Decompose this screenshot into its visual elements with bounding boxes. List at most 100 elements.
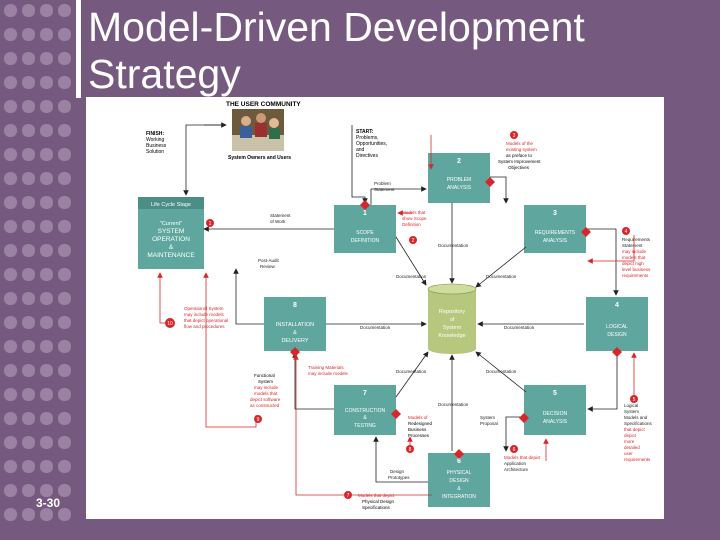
decorative-dot [40, 28, 53, 41]
decorative-dot [4, 484, 17, 497]
decorative-dot [22, 460, 35, 473]
decorative-dot [58, 484, 71, 497]
svg-text:10: 10 [167, 321, 173, 327]
svg-text:Documentation: Documentation [438, 243, 469, 248]
svg-text:Statement: Statement [374, 187, 395, 192]
svg-text:SCOPE: SCOPE [356, 230, 374, 236]
decorative-dot [22, 76, 35, 89]
decorative-dot [40, 124, 53, 137]
decorative-dot [40, 460, 53, 473]
svg-text:&: & [457, 486, 461, 492]
decorative-dot [58, 244, 71, 257]
svg-text:Problems,: Problems, [356, 135, 379, 141]
callout-6: 6 Models that depict [504, 445, 541, 460]
svg-text:Requirements: Requirements [622, 237, 651, 242]
svg-text:Definition: Definition [402, 222, 421, 227]
callout-5: 5 that depict depict more detailed user … [624, 395, 651, 462]
decorative-dot [4, 124, 17, 137]
svg-text:7: 7 [347, 493, 350, 499]
svg-text:&: & [169, 244, 174, 251]
svg-text:requirements: requirements [624, 457, 651, 462]
svg-text:1: 1 [209, 221, 212, 227]
decorative-dot [58, 220, 71, 233]
decorative-dot [58, 460, 71, 473]
svg-text:&: & [363, 415, 367, 421]
slide-title-line-2: Strategy [88, 51, 241, 97]
decorative-dot [58, 436, 71, 449]
svg-text:as constructed: as constructed [250, 403, 280, 408]
title-accent-bar [76, 0, 81, 98]
svg-text:FINISH:: FINISH: [146, 131, 164, 137]
decorative-dot [58, 124, 71, 137]
svg-text:3: 3 [513, 133, 516, 139]
callout-10: 10 Operational System may include models… [165, 306, 228, 329]
decorative-dot [40, 100, 53, 113]
svg-text:Prototypes: Prototypes [388, 475, 410, 480]
svg-text:detailed: detailed [624, 445, 640, 450]
decorative-dot [22, 268, 35, 281]
svg-text:Redesigned: Redesigned [408, 421, 433, 426]
decorative-dot [40, 148, 53, 161]
svg-text:8: 8 [409, 447, 412, 453]
decorative-dot [40, 388, 53, 401]
decorative-dot [4, 268, 17, 281]
svg-text:Problem: Problem [374, 181, 391, 186]
svg-text:may include: may include [254, 385, 279, 390]
svg-text:&: & [293, 330, 297, 336]
svg-text:flow and procedures: flow and procedures [184, 324, 225, 329]
red-diamonds [290, 177, 622, 459]
decorative-dot [4, 76, 17, 89]
svg-text:ANALYSIS: ANALYSIS [447, 185, 472, 191]
slide-number: 3-30 [36, 496, 61, 510]
svg-text:Business: Business [408, 427, 427, 432]
decorative-dot [22, 436, 35, 449]
svg-text:9: 9 [257, 417, 260, 423]
svg-text:8: 8 [293, 302, 297, 309]
callout-1: 1 [206, 219, 214, 227]
decorative-dot [4, 244, 17, 257]
svg-text:PROBLEM: PROBLEM [447, 177, 471, 183]
decorative-dot [40, 484, 53, 497]
decorative-dot [22, 124, 35, 137]
svg-text:"Current": "Current" [160, 221, 182, 227]
phase-box-6-physical-design-integration: 6 PHYSICAL DESIGN & INTEGRATION [428, 453, 490, 507]
decorative-dot [58, 76, 71, 89]
svg-text:Opportunities,: Opportunities, [356, 141, 387, 147]
svg-text:Training Materials: Training Materials [308, 365, 344, 370]
decorative-dot [4, 316, 17, 329]
decorative-dot [4, 28, 17, 41]
svg-text:Statement: Statement [270, 213, 291, 218]
decorative-dot [40, 4, 53, 17]
svg-text:6: 6 [457, 458, 461, 465]
decorative-dot [40, 52, 53, 65]
svg-text:models that: models that [622, 255, 646, 260]
model-driven-development-diagram: THE USER COMMUNITY System Owners and Use… [86, 97, 664, 519]
decorative-dot [4, 364, 17, 377]
diagram-canvas: THE USER COMMUNITY System Owners and Use… [138, 101, 653, 510]
decorative-dot [22, 412, 35, 425]
svg-text:DECISION: DECISION [543, 411, 568, 417]
phase-box-7-construction-testing: 7 CONSTRUCTION & TESTING [334, 385, 396, 435]
svg-text:Application: Application [504, 461, 527, 466]
svg-text:ANALYSIS: ANALYSIS [543, 238, 568, 244]
svg-text:Documentation: Documentation [438, 402, 469, 407]
svg-text:Knowledge: Knowledge [438, 333, 465, 339]
svg-text:more: more [624, 439, 635, 444]
svg-text:Solution: Solution [146, 149, 164, 155]
finish-label: FINISH: Working Business Solution [146, 131, 167, 155]
decorative-dot [58, 316, 71, 329]
decorative-dot [58, 268, 71, 281]
decorative-dot [40, 292, 53, 305]
decorative-dot [58, 28, 71, 41]
decorative-dot [40, 316, 53, 329]
svg-text:and: and [356, 147, 365, 153]
decorative-dot [58, 4, 71, 17]
svg-text:TESTING: TESTING [354, 423, 376, 429]
svg-text:depict high: depict high [622, 261, 644, 266]
svg-text:Models that: Models that [402, 210, 426, 215]
svg-text:Directives: Directives [356, 153, 378, 159]
decorative-dot [4, 460, 17, 473]
svg-text:Review: Review [260, 264, 276, 269]
decorative-dot [40, 364, 53, 377]
life-cycle-header: Life Cycle Stage [151, 202, 191, 208]
